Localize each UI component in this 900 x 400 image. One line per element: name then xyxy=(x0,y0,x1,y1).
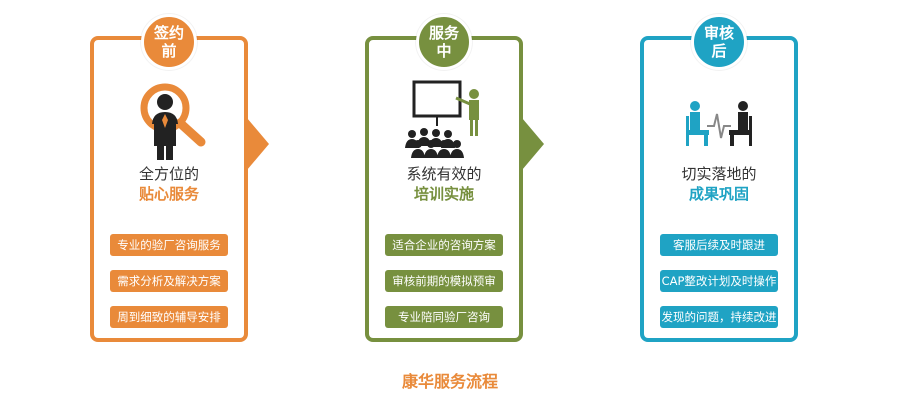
stage-heading: 切实落地的 成果巩固 xyxy=(681,165,757,203)
stage-item: 审核前期的模拟预审 xyxy=(385,270,503,292)
stage-item: 需求分析及解决方案 xyxy=(110,270,228,292)
arrow-right-icon xyxy=(522,118,544,170)
stage-badge: 签约 前 xyxy=(141,14,197,70)
stage-item: CAP整改计划及时操作 xyxy=(660,270,778,292)
stage-badge: 审核 后 xyxy=(691,14,747,70)
stage-card-pre-contract: 签约 前 全方位的 贴心服务 专业的验厂咨询服务 需求分析及解决方案 周到细致的… xyxy=(90,14,248,342)
stage-item: 发现的问题，持续改进 xyxy=(660,306,778,328)
stage-item-list: 客服后续及时跟进 CAP整改计划及时操作 发现的问题，持续改进 xyxy=(660,234,778,342)
stage-item: 适合企业的咨询方案 xyxy=(385,234,503,256)
diagram-caption: 康华服务流程 xyxy=(401,372,498,391)
stage-heading: 全方位的 贴心服务 xyxy=(138,165,199,203)
arrow-right-icon xyxy=(247,118,269,170)
stage-card-in-service: 服务 中 系统有效的 培训实施 适合企业的 xyxy=(365,14,523,342)
stage-badge: 服务 中 xyxy=(416,14,472,70)
stage-item-list: 专业的验厂咨询服务 需求分析及解决方案 周到细致的辅导安排 xyxy=(110,234,228,342)
stage-item: 专业的验厂咨询服务 xyxy=(110,234,228,256)
training-presentation-icon xyxy=(369,76,519,176)
stage-item: 客服后续及时跟进 xyxy=(660,234,778,256)
consultation-meeting-icon xyxy=(644,76,794,176)
stage-item: 专业陪同验厂咨询 xyxy=(385,306,503,328)
stage-item-list: 适合企业的咨询方案 审核前期的模拟预审 专业陪同验厂咨询 xyxy=(385,234,503,342)
stage-item: 周到细致的辅导安排 xyxy=(110,306,228,328)
magnifier-person-icon xyxy=(94,76,244,176)
stage-heading: 系统有效的 培训实施 xyxy=(406,165,482,203)
stage-card-post-audit: 审核 后 切实落地的 成果巩固 客服后续及时跟进 CAP整改计划及时操作 发现的… xyxy=(640,14,798,342)
